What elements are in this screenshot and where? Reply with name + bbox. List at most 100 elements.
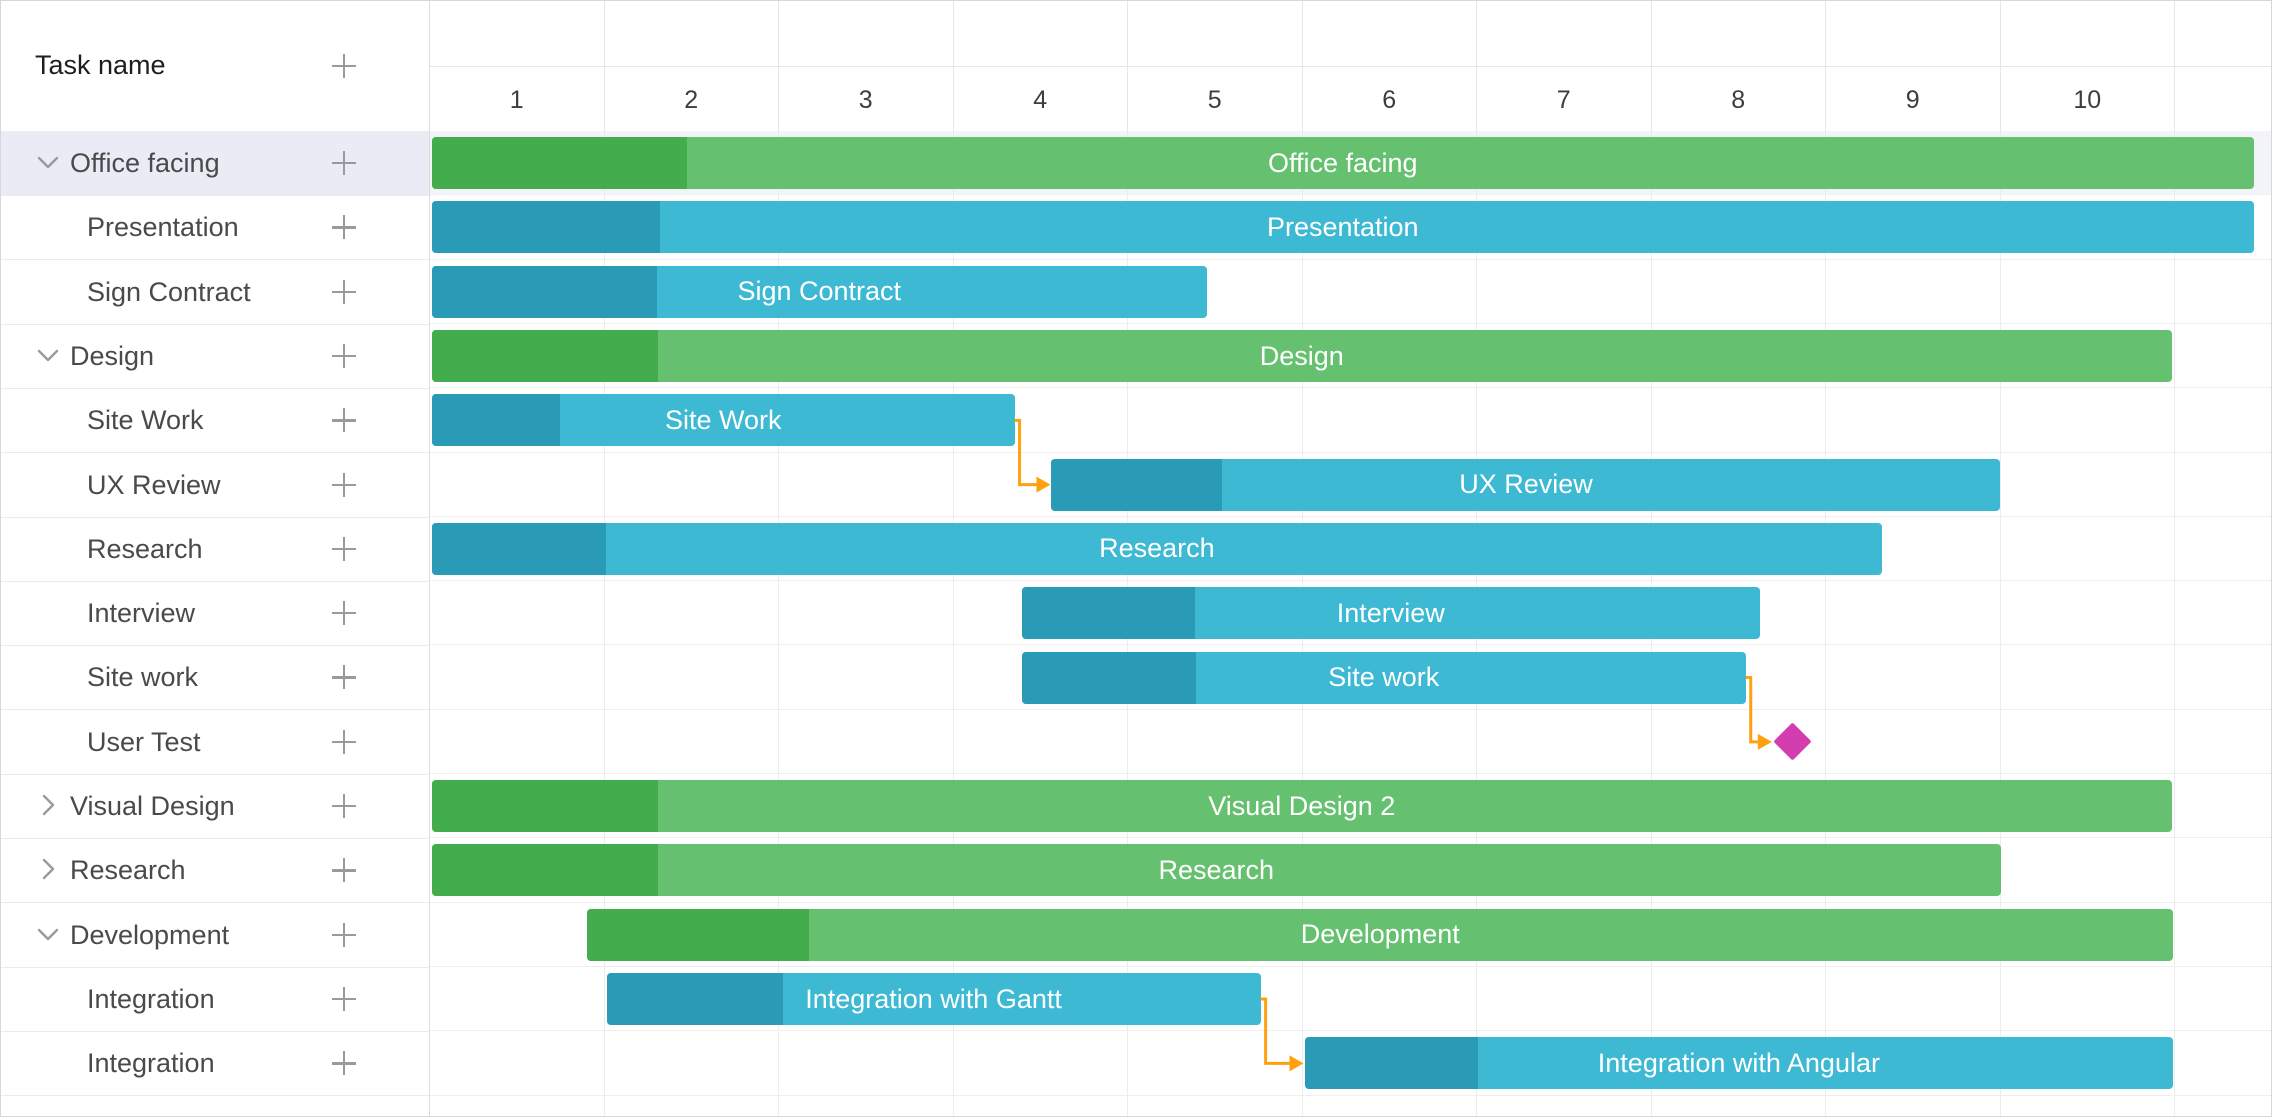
bar-label: Research (1158, 854, 1275, 885)
add-subtask-plus-icon[interactable] (332, 665, 356, 690)
scale-day-cell: 4 (954, 67, 1128, 131)
add-subtask-plus-icon[interactable] (332, 408, 356, 433)
grid-row[interactable]: Development (1, 903, 429, 968)
progress-fill (1051, 458, 1223, 511)
task-name-label: Integration (87, 1048, 215, 1079)
chevron-down-icon[interactable] (37, 151, 59, 173)
task-bar[interactable]: UX Review (1051, 458, 2001, 511)
add-task-plus-icon[interactable] (332, 54, 356, 78)
task-bar[interactable]: Sign Contract (432, 265, 1207, 318)
add-subtask-plus-icon[interactable] (332, 922, 356, 947)
grid-row[interactable]: Sign Contract (1, 260, 429, 325)
progress-fill (606, 973, 784, 1026)
add-subtask-plus-icon[interactable] (332, 151, 356, 175)
row-gridline (430, 837, 2271, 839)
grid-row[interactable]: Presentation (1, 195, 429, 261)
task-name-label: Sign Contract (87, 276, 251, 307)
bar-label: Visual Design 2 (1208, 790, 1396, 821)
grid-row[interactable]: Visual Design (1, 774, 429, 839)
chevron-right-icon[interactable] (37, 794, 59, 816)
grid-row[interactable]: Integration (1, 967, 429, 1032)
grid-row[interactable]: Research (1, 517, 429, 582)
dependency-arrow-icon (1036, 476, 1051, 493)
task-bar[interactable]: Site work (1021, 651, 1746, 704)
dependency-arrow-icon (1757, 733, 1772, 750)
summary-bar[interactable]: Development (587, 908, 2174, 961)
add-subtask-plus-icon[interactable] (332, 279, 356, 304)
task-name-label: User Test (87, 726, 201, 757)
add-subtask-plus-icon[interactable] (332, 601, 356, 626)
scale-day-label: 8 (1731, 86, 1746, 114)
scale-top-cell (779, 1, 954, 66)
task-bar[interactable]: Integration with Angular (1304, 1037, 2174, 1090)
bar-label: Sign Contract (737, 276, 902, 307)
task-name-label: Integration (87, 983, 215, 1014)
scale-day-label: 2 (684, 86, 699, 114)
add-subtask-plus-icon[interactable] (332, 472, 356, 497)
scale-day-cell: 7 (1477, 67, 1652, 131)
grid-row[interactable]: Research (1, 838, 429, 904)
summary-bar[interactable]: Office facing (432, 137, 2254, 190)
summary-bar[interactable]: Design (432, 330, 2172, 383)
chevron-down-icon[interactable] (37, 923, 59, 945)
grid-row[interactable]: Site work (1, 645, 429, 711)
dependency-link-line[interactable] (1745, 676, 1760, 744)
summary-bar[interactable]: Visual Design 2 (432, 780, 2172, 833)
milestone-diamond[interactable] (1773, 722, 1812, 761)
progress-fill (587, 908, 810, 961)
task-bar[interactable]: Presentation (432, 201, 2254, 254)
add-subtask-plus-icon[interactable] (332, 215, 356, 240)
column-gridline (1999, 131, 2001, 1116)
scale-day-label: 7 (1556, 86, 1571, 114)
chevron-right-icon[interactable] (37, 858, 59, 880)
grid-row[interactable]: User Test (1, 710, 429, 775)
grid-row[interactable]: UX Review (1, 453, 429, 518)
scale-top-cell (1826, 1, 2001, 66)
task-name-label: Design (70, 340, 155, 371)
add-subtask-plus-icon[interactable] (332, 343, 356, 368)
task-name-label: Site work (87, 662, 199, 693)
bar-label: Integration with Gantt (805, 983, 1062, 1014)
scale-top-cell (1303, 1, 1477, 66)
task-bar[interactable]: Site Work (432, 394, 1015, 447)
grid-row[interactable]: Integration (1, 1031, 429, 1097)
dependency-link-line[interactable] (1260, 997, 1292, 1065)
grid-row[interactable]: Interview (1, 581, 429, 647)
add-subtask-plus-icon[interactable] (332, 729, 356, 754)
add-subtask-plus-icon[interactable] (332, 986, 356, 1011)
grid-row[interactable]: Design (1, 324, 429, 389)
scale-top-cell (1128, 1, 1303, 66)
bar-label: Integration with Angular (1597, 1047, 1880, 1078)
scale-day-cell (2175, 67, 2271, 131)
add-subtask-plus-icon[interactable] (332, 1051, 356, 1076)
grid-row[interactable]: Office facing (1, 131, 429, 196)
task-bar[interactable]: Research (432, 522, 1882, 575)
task-name-label: Site Work (87, 405, 204, 436)
progress-fill (432, 780, 659, 833)
add-subtask-plus-icon[interactable] (332, 858, 356, 883)
progress-fill (432, 394, 561, 447)
summary-bar[interactable]: Research (432, 844, 2001, 897)
scale-day-cell: 8 (1652, 67, 1826, 131)
task-bar[interactable]: Integration with Gantt (606, 973, 1261, 1026)
progress-fill (432, 201, 660, 254)
progress-fill (432, 137, 687, 190)
task-name-label: Interview (87, 598, 196, 629)
row-gridline (430, 451, 2271, 453)
task-name-label: Research (70, 855, 186, 886)
add-subtask-plus-icon[interactable] (332, 536, 356, 561)
task-bar[interactable]: Interview (1021, 587, 1760, 640)
scale-day-cell: 9 (1826, 67, 2001, 131)
dependency-link-line[interactable] (1014, 418, 1039, 487)
grid-row[interactable]: Site Work (1, 388, 429, 454)
chevron-down-icon[interactable] (37, 344, 59, 366)
column-gridline (603, 131, 605, 1116)
bar-label: Office facing (1267, 147, 1418, 178)
add-subtask-plus-icon[interactable] (332, 794, 356, 818)
column-gridline (952, 131, 954, 1116)
bar-label: Presentation (1266, 211, 1419, 242)
progress-fill (1304, 1037, 1479, 1090)
